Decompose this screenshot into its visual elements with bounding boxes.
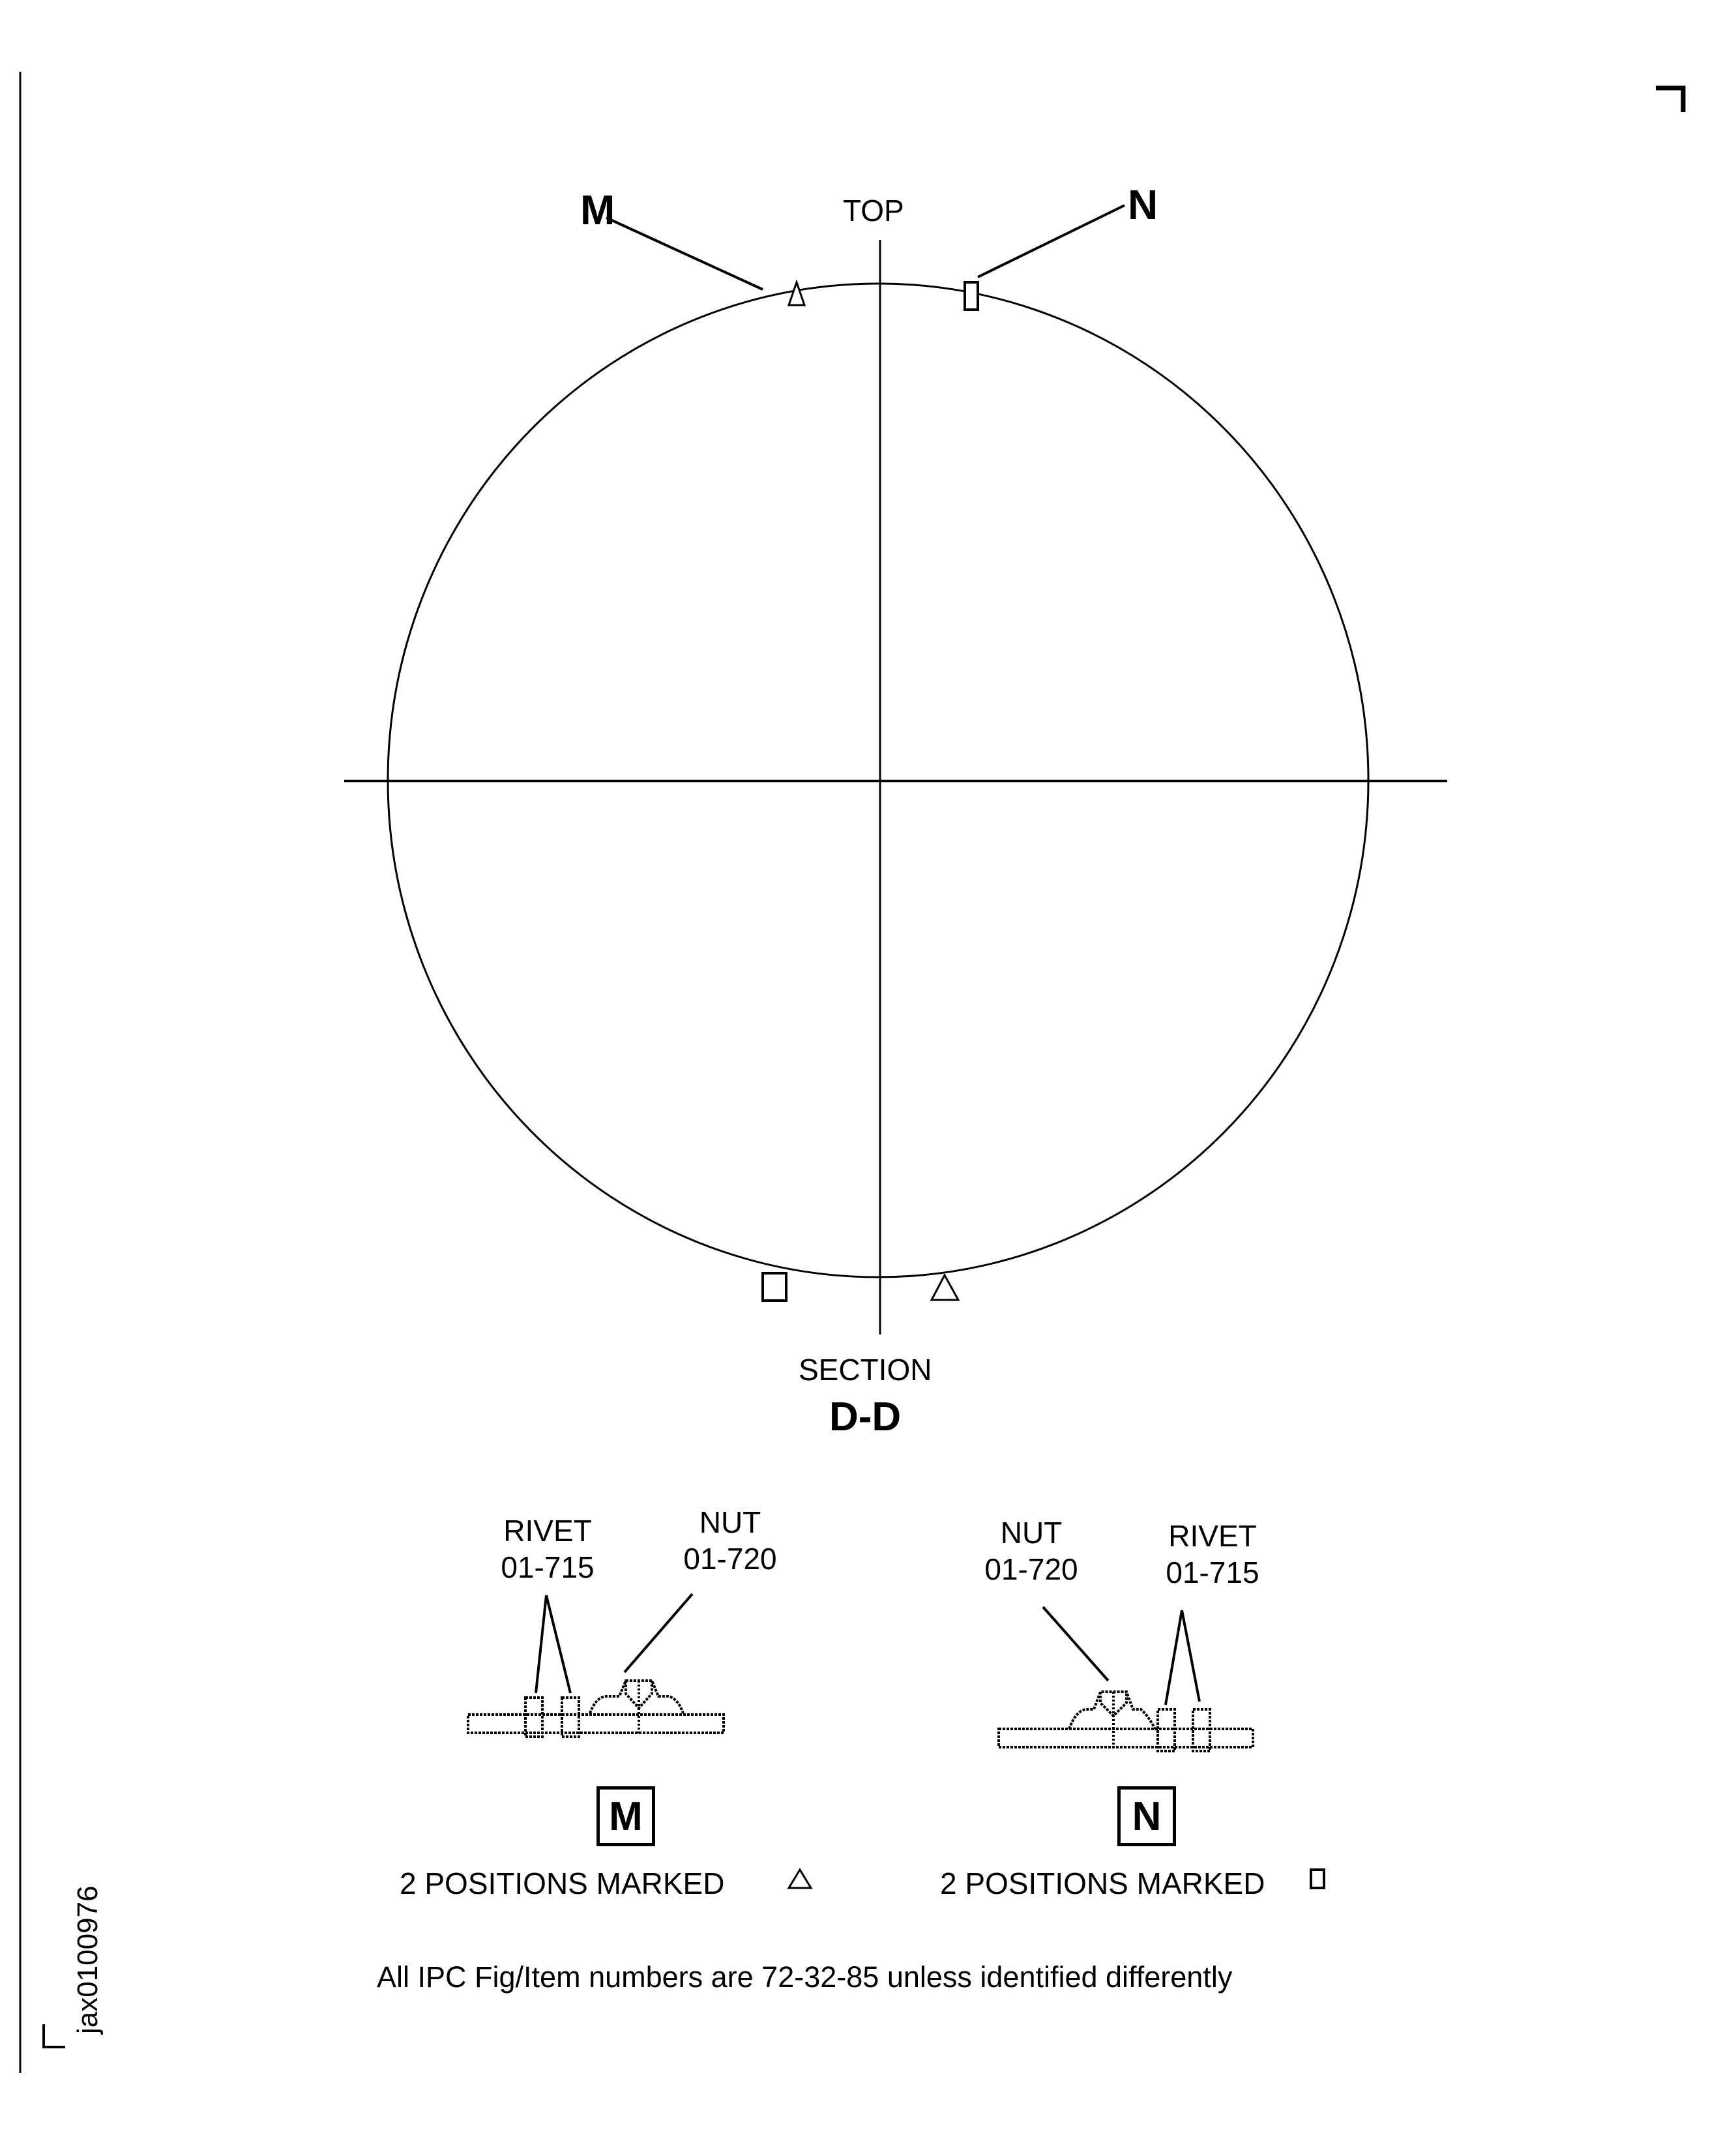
rivet-number: 01-715: [501, 1550, 595, 1584]
detail-n-nut-label: NUT 01-720: [973, 1518, 1090, 1584]
triangle-marker-icon: [930, 1273, 960, 1301]
nut-number: 01-720: [984, 1552, 1078, 1586]
rivet-label: RIVET: [503, 1514, 592, 1548]
callout-n-label: N: [1128, 181, 1158, 228]
detail-m-nut-label: NUT 01-720: [671, 1507, 789, 1574]
footnote: All IPC Fig/Item numbers are 72-32-85 un…: [377, 1960, 1233, 1994]
rivet-number: 01-715: [1166, 1555, 1259, 1589]
square-legend-icon: [1310, 1868, 1325, 1889]
leader-line-n: [977, 204, 1125, 278]
square-marker-icon: [964, 281, 979, 311]
top-label: TOP: [843, 194, 904, 228]
detail-m-box: M: [596, 1786, 655, 1846]
callout-m-label: M: [580, 186, 615, 233]
detail-n-positions-text: 2 POSITIONS MARKED: [940, 1866, 1265, 1900]
nut-label: NUT: [699, 1505, 761, 1539]
triangle-marker-icon: [787, 279, 806, 306]
nut-number: 01-720: [683, 1542, 777, 1576]
detail-n-rivet-label: RIVET 01-715: [1154, 1521, 1271, 1587]
section-id: D-D: [829, 1394, 902, 1439]
detail-m-positions-text: 2 POSITIONS MARKED: [400, 1866, 725, 1900]
nut-label: NUT: [1000, 1516, 1063, 1550]
leader-line-m: [606, 216, 763, 291]
corner-mark-icon: [1656, 85, 1686, 112]
detail-n-box: N: [1117, 1786, 1176, 1846]
section-label: SECTION: [799, 1353, 932, 1387]
square-marker-icon: [761, 1272, 787, 1302]
detail-m-rivet-label: RIVET 01-715: [492, 1516, 603, 1582]
rivet-label: RIVET: [1168, 1519, 1257, 1553]
figure-id-bracket-icon: [42, 2024, 65, 2048]
detail-n-sketch: [997, 1606, 1254, 1752]
detail-m-sketch: [467, 1593, 725, 1738]
figure-id-text: jax0100976: [72, 1885, 104, 2034]
triangle-legend-icon: [787, 1868, 813, 1889]
figure-id: jax0100976: [72, 1885, 104, 2034]
